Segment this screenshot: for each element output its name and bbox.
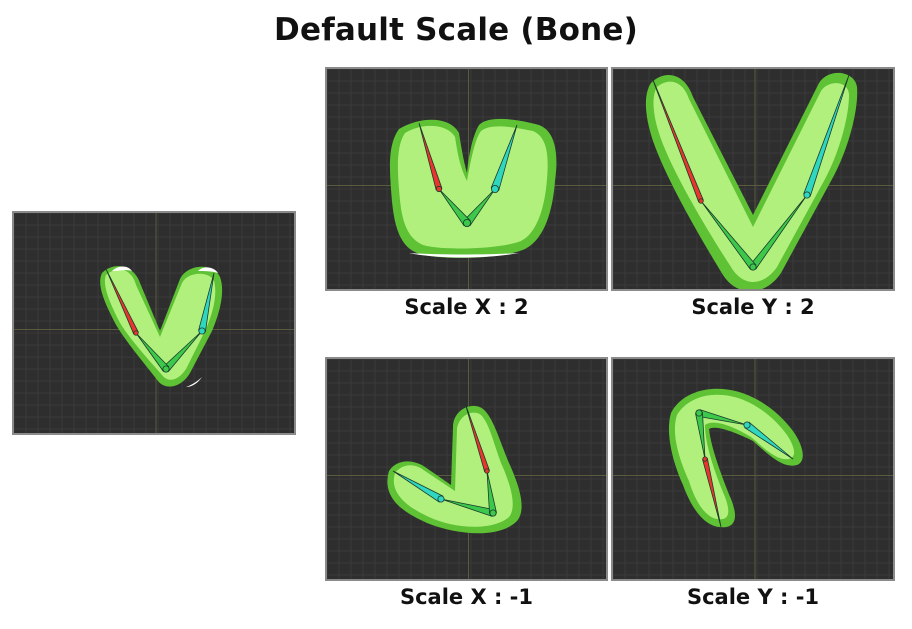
bone-child[interactable] [803,74,850,199]
bone-root[interactable] [464,402,490,474]
default-scene [14,213,294,433]
bone-child[interactable] [743,421,794,460]
scale-y-2-scene [613,69,893,289]
caption-scale-x-neg1: Scale X : -1 [399,585,534,609]
bone-root[interactable] [105,268,139,336]
bone-leaf[interactable] [695,409,706,460]
bone-root[interactable] [702,456,722,528]
caption-scale-y-2: Scale Y : 2 [691,295,815,319]
bone-leaf[interactable] [700,200,757,271]
viewport-scale-x-2[interactable] [325,67,608,291]
bone-child[interactable] [198,272,215,335]
viewport-scale-x-neg1[interactable] [325,357,608,581]
grid-viewport [613,359,893,579]
caption-scale-x-2: Scale X : 2 [404,295,529,319]
viewport-scale-y-2[interactable] [611,67,895,291]
bone-leaf[interactable] [438,188,471,227]
caption-scale-y-neg1: Scale Y : -1 [686,585,820,609]
bone-child[interactable] [490,124,518,194]
scale-x-neg1-scene [327,359,606,579]
scale-x-2-scene [327,69,606,289]
viewport-scale-y-neg1[interactable] [611,357,895,581]
bone-root[interactable] [418,122,443,193]
bone-root[interactable] [650,74,704,204]
bone-leaf[interactable] [486,470,497,517]
viewport-default[interactable] [12,211,296,435]
page-title: Default Scale (Bone) [274,12,638,48]
bone-leaf[interactable] [135,332,170,373]
scale-y-neg1-scene [613,359,893,579]
bone-child[interactable] [392,470,445,503]
